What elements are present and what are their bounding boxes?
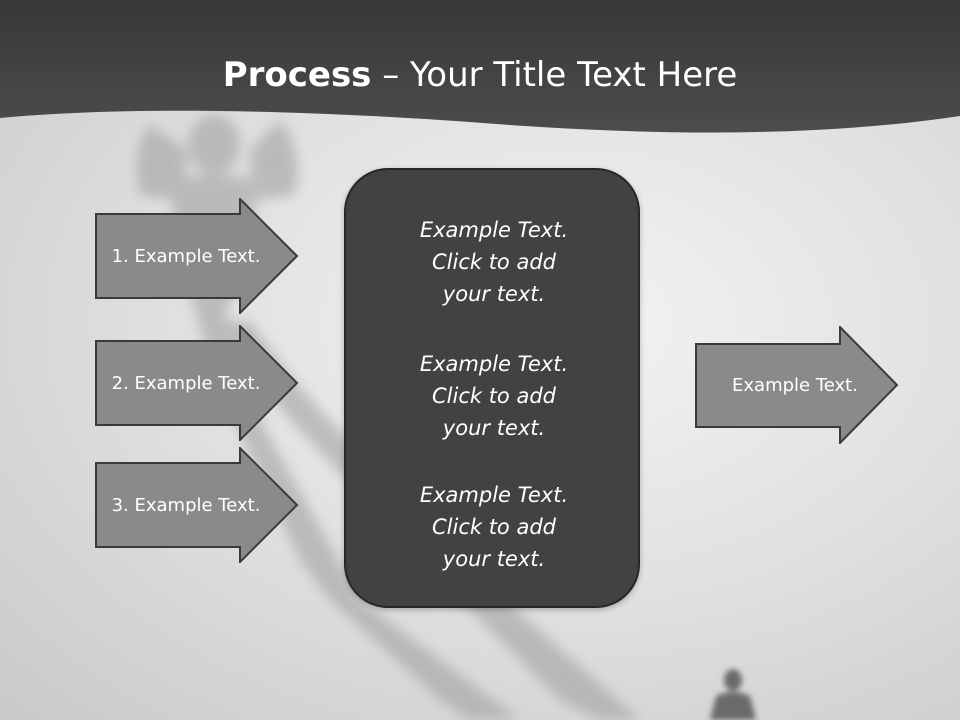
arrow-step-3-label: 3. Example Text. xyxy=(111,494,261,516)
arrow-step-1[interactable]: 1. Example Text. xyxy=(95,198,299,314)
arrow-step-2[interactable]: 2. Example Text. xyxy=(95,325,299,441)
arrow-shape-1 xyxy=(95,198,299,314)
header-band xyxy=(0,0,960,133)
center-paragraph-2: Example Text. Click to add your text. xyxy=(419,352,569,440)
arrow-shape-2 xyxy=(95,325,299,441)
slide-title: Process – Your Title Text Here xyxy=(0,52,960,98)
arrow-shape-3 xyxy=(95,447,299,563)
center-text-box[interactable]: Example Text. Click to add your text. Ex… xyxy=(344,168,640,608)
arrow-step-1-label: 1. Example Text. xyxy=(111,245,261,267)
title-bold: Process xyxy=(222,55,372,95)
arrow-result-label: Example Text. xyxy=(732,374,858,396)
small-man-figure xyxy=(710,669,756,720)
arrow-shape-result xyxy=(695,326,899,444)
center-paragraph-1: Example Text. Click to add your text. xyxy=(419,218,569,306)
title-rest: – Your Title Text Here xyxy=(371,55,738,95)
arrow-step-3[interactable]: 3. Example Text. xyxy=(95,447,299,563)
center-paragraph-3: Example Text. Click to add your text. xyxy=(419,483,569,571)
arrow-result[interactable]: Example Text. xyxy=(695,326,899,444)
arrow-step-2-label: 2. Example Text. xyxy=(111,372,261,394)
